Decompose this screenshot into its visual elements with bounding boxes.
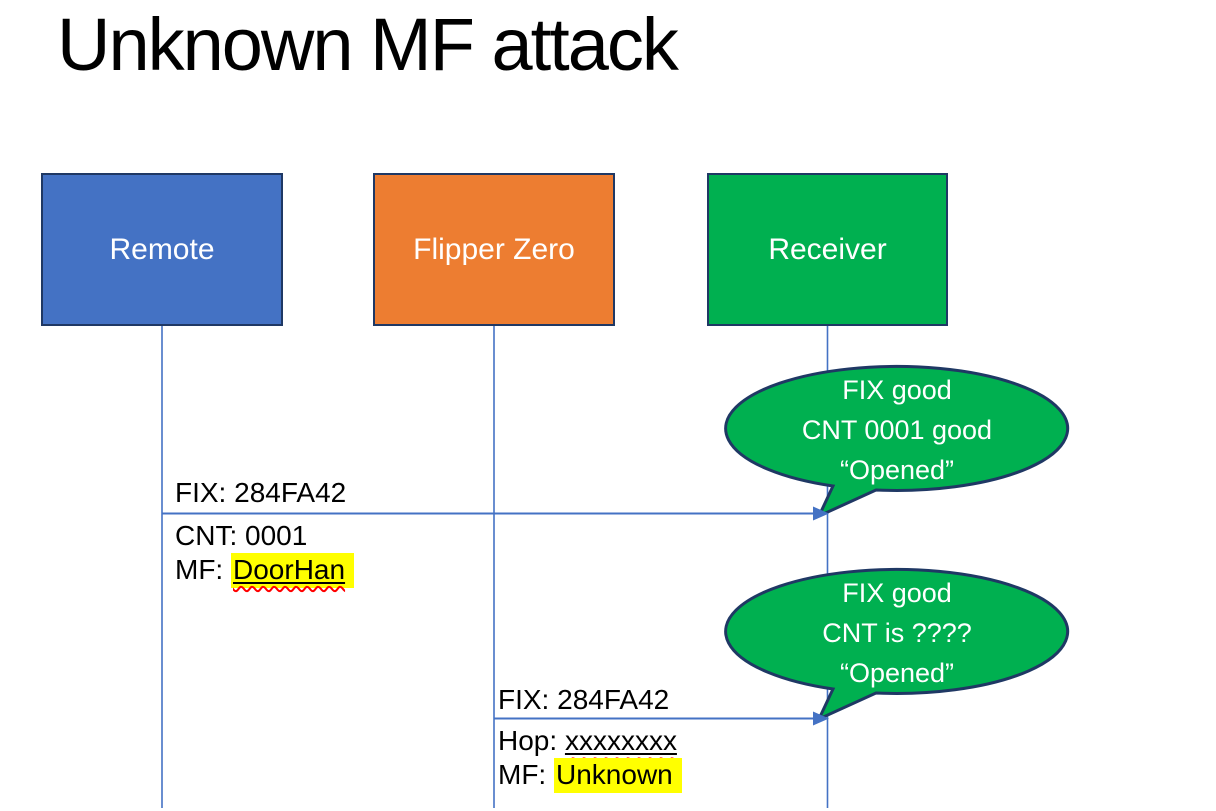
message-arrow-2-head <box>813 711 829 726</box>
callout-2-line3: “Opened” <box>839 658 955 688</box>
message-1-mf-value: DoorHan <box>233 553 346 585</box>
message-1-mf-highlight: DoorHan <box>231 552 355 588</box>
actor-box-receiver: Receiver <box>707 173 948 326</box>
actor-box-flipper-zero: Flipper Zero <box>373 173 615 326</box>
message-2-mf-value: Unknown <box>556 758 673 790</box>
callout-2-text: FIX good CNT is ???? “Opened” <box>726 573 1068 693</box>
message-arrow-1-head <box>813 506 829 521</box>
slide-title: Unknown MF attack <box>57 3 679 86</box>
message-2-mf-highlight: Unknown <box>554 757 682 793</box>
callout-2-line2: CNT is ???? <box>822 618 972 648</box>
message-2-label-hop: Hop: xxxxxxxx <box>498 724 682 758</box>
actor-label-remote: Remote <box>109 232 215 266</box>
actor-box-remote: Remote <box>41 173 283 326</box>
message-2-mf-prefix: MF: <box>498 758 554 790</box>
message-2-hop-value: xxxxxxxx <box>564 725 677 756</box>
message-2-hop-prefix: Hop: <box>498 725 565 756</box>
message-2-label-below: Hop: xxxxxxxx MF: Unknown <box>498 724 682 793</box>
callout-1-line1: FIX good <box>842 375 952 405</box>
message-2-label-mf: MF: Unknown <box>498 757 682 793</box>
callout-1-line2: CNT 0001 good <box>801 415 993 445</box>
spellcheck-squiggle: xxxxxxxx <box>565 725 677 756</box>
message-1-mf-prefix: MF: <box>175 553 231 585</box>
callout-1-line3: “Opened” <box>839 455 955 485</box>
callout-2-line1: FIX good <box>842 578 952 608</box>
message-1-label-fix: FIX: 284FA42 <box>175 477 347 508</box>
message-2-label-fix: FIX: 284FA42 <box>498 684 670 715</box>
actor-label-receiver: Receiver <box>768 232 887 266</box>
callout-bubble-2 <box>724 567 1070 723</box>
spellcheck-squiggle: DoorHan <box>233 554 345 585</box>
callout-1-text: FIX good CNT 0001 good “Opened” <box>726 370 1068 490</box>
callout-bubble-1 <box>724 364 1070 520</box>
message-1-label-mf: MF: DoorHan <box>175 552 355 588</box>
message-1-label-below: CNT: 0001 MF: DoorHan <box>175 519 355 588</box>
actor-label-flipper-zero: Flipper Zero <box>413 232 575 266</box>
message-1-label-cnt: CNT: 0001 <box>175 520 308 551</box>
